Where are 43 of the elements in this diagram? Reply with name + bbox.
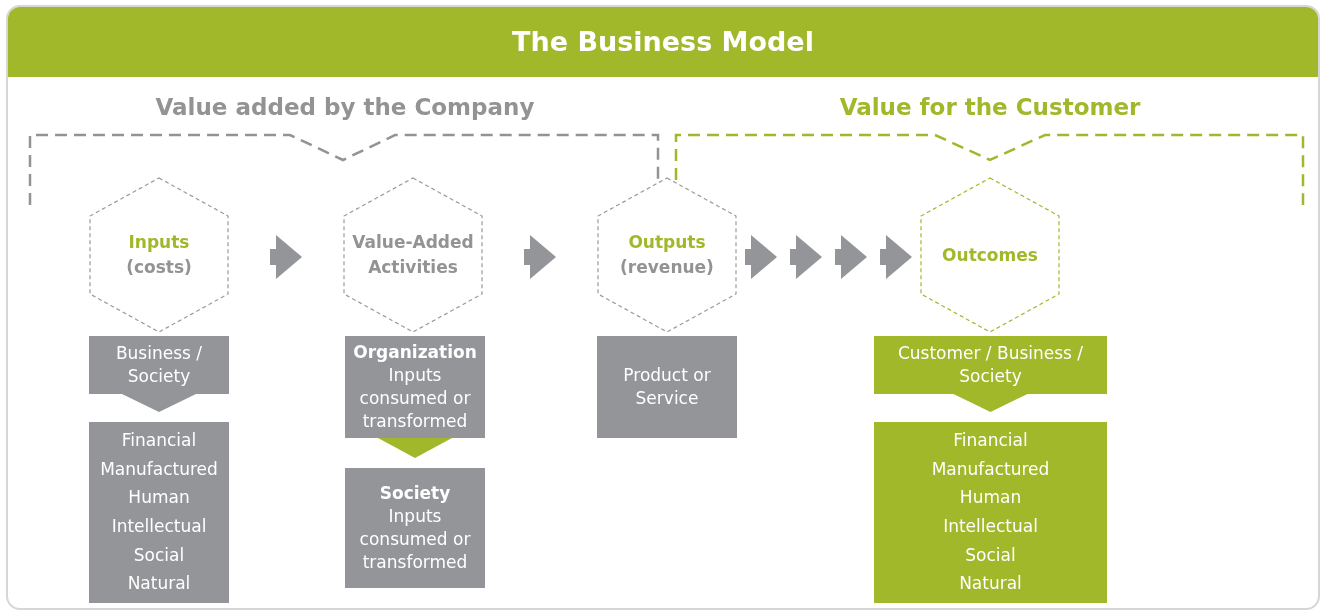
group-heading: Value for the Customer xyxy=(838,93,1142,122)
block-arrow xyxy=(524,235,556,279)
hexagon-label: Outputs xyxy=(627,231,707,254)
block-arrow xyxy=(270,235,302,279)
hexagon-label: (revenue) xyxy=(619,256,715,279)
label-box xyxy=(597,336,737,438)
block-arrow xyxy=(745,235,912,279)
hexagon xyxy=(920,177,1060,333)
hexagon-label: Outcomes xyxy=(941,243,1039,267)
group-heading: Value added by the Company xyxy=(154,93,536,122)
hexagon-label: Value-Added Activities xyxy=(351,231,475,279)
list-item: Manufactured xyxy=(99,457,219,481)
block-arrow xyxy=(953,394,1028,412)
box-heading: Organization xyxy=(352,341,478,364)
box-text: Product or Service xyxy=(622,364,712,410)
block-arrow xyxy=(122,394,196,412)
box-text: Customer / Business / Society xyxy=(896,342,1085,388)
label-box xyxy=(345,336,485,438)
box-text: Business / Society xyxy=(114,342,204,388)
list-item: Natural xyxy=(958,572,1023,596)
list-item: Natural xyxy=(126,572,192,596)
list-item: Social xyxy=(132,543,186,567)
hexagon xyxy=(597,177,737,333)
hexagon-label: (costs) xyxy=(125,256,193,279)
list-item: Social xyxy=(964,543,1017,567)
list-item: Financial xyxy=(120,429,198,452)
box-text: Inputs consumed or transformed xyxy=(358,364,472,433)
capital-list-box xyxy=(874,422,1107,603)
label-box xyxy=(345,468,485,588)
list-item: Human xyxy=(127,486,191,510)
list-item: Intellectual xyxy=(942,515,1039,539)
box-heading: Society xyxy=(378,482,452,505)
hexagon xyxy=(343,177,483,333)
list-item: Intellectual xyxy=(110,515,208,539)
list-item: Manufactured xyxy=(930,457,1051,481)
hexagon-label: Inputs xyxy=(127,231,191,254)
block-arrow xyxy=(378,438,452,458)
list-item: Human xyxy=(958,486,1023,510)
capital-list-box xyxy=(89,422,229,603)
box-text: Inputs consumed or transformed xyxy=(358,505,472,574)
list-item: Financial xyxy=(952,429,1029,452)
diagram-title: The Business Model xyxy=(512,24,814,59)
hexagon xyxy=(89,177,229,333)
